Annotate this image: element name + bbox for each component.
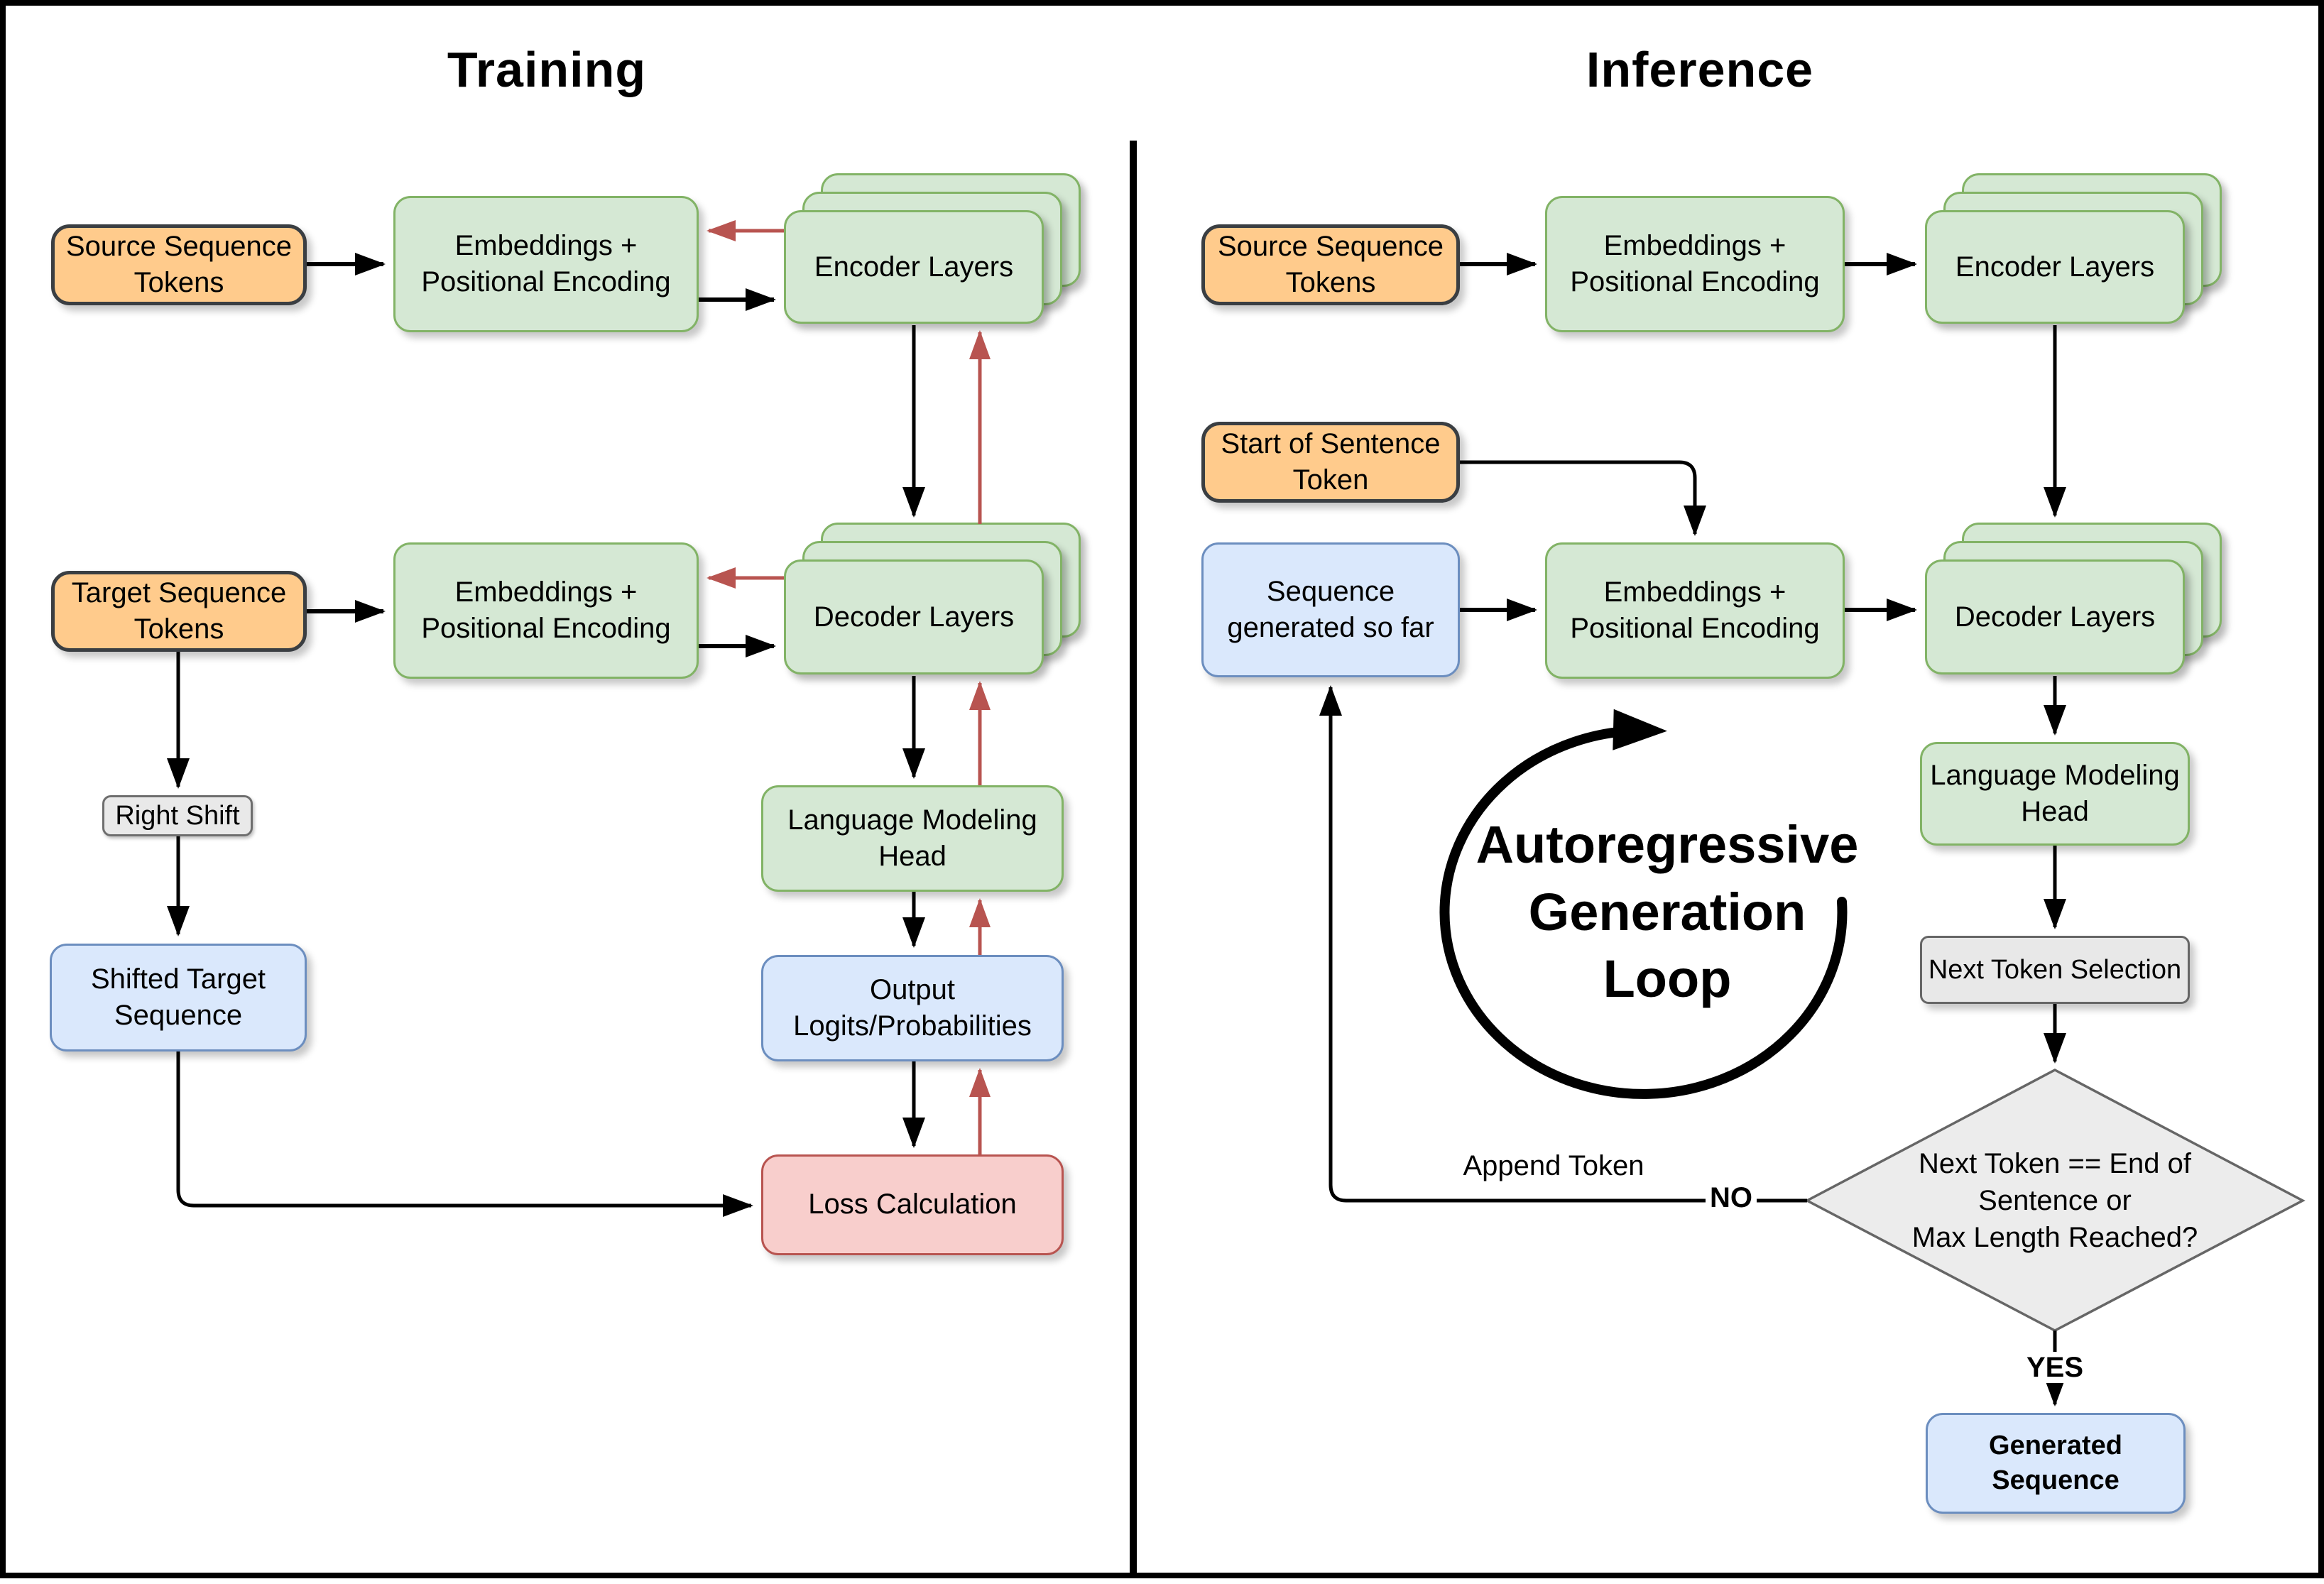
- yes-branch-label: YES: [2005, 1352, 2105, 1384]
- arrow-start-token-to-embeddings: [1460, 460, 1706, 536]
- inference-embeddings-positional-encoding-top: Embeddings + Positional Encoding: [1545, 196, 1845, 332]
- inference-sequence-generated-so-far: Sequence generated so far: [1201, 542, 1460, 677]
- inference-generated-sequence: Generated Sequence: [1926, 1413, 2186, 1514]
- training-source-sequence-tokens: Source Sequence Tokens: [51, 224, 307, 305]
- decoder-stack-front-layer: Decoder Layers: [784, 559, 1044, 674]
- training-encoder-layers-stack: Encoder Layers: [784, 173, 1081, 324]
- training-decoder-layers-stack: Decoder Layers: [784, 523, 1081, 674]
- inference-encoder-layers-stack: Encoder Layers: [1925, 173, 2222, 324]
- training-loss-calculation: Loss Calculation: [761, 1154, 1064, 1255]
- inference-decision-diamond-label: Next Token == End of Sentence or Max Len…: [1911, 1148, 2198, 1253]
- append-token-label: Append Token: [1463, 1150, 1644, 1181]
- inference-embeddings-positional-encoding-bottom: Embeddings + Positional Encoding: [1545, 542, 1845, 679]
- encoder-stack-front-layer: Encoder Layers: [1925, 210, 2185, 324]
- inference-source-sequence-tokens: Source Sequence Tokens: [1201, 224, 1460, 305]
- training-right-shift: Right Shift: [102, 795, 253, 836]
- encoder-stack-front-layer: Encoder Layers: [784, 210, 1044, 324]
- inference-language-modeling-head: Language Modeling Head: [1920, 742, 2190, 846]
- no-branch-label: NO: [1687, 1182, 1775, 1214]
- inference-decoder-layers-stack: Decoder Layers: [1925, 523, 2222, 674]
- training-language-modeling-head: Language Modeling Head: [761, 785, 1064, 892]
- training-output-logits-probabilities: Output Logits/Probabilities: [761, 955, 1064, 1061]
- arrow-shifted-target-to-loss: [176, 1052, 753, 1217]
- training-embeddings-positional-encoding-top: Embeddings + Positional Encoding: [393, 196, 699, 332]
- inference-next-token-selection: Next Token Selection: [1920, 936, 2190, 1004]
- training-panel-title: Training: [447, 42, 647, 97]
- inference-start-of-sentence-token: Start of Sentence Token: [1201, 422, 1460, 503]
- decoder-stack-front-layer: Decoder Layers: [1925, 559, 2185, 674]
- training-shifted-target-sequence: Shifted Target Sequence: [50, 944, 307, 1052]
- autoregressive-generation-loop-label: Autoregressive Generation Loop: [1475, 815, 1859, 1009]
- training-embeddings-positional-encoding-bottom: Embeddings + Positional Encoding: [393, 542, 699, 679]
- training-target-sequence-tokens: Target Sequence Tokens: [51, 571, 307, 652]
- inference-panel-title: Inference: [1586, 42, 1814, 97]
